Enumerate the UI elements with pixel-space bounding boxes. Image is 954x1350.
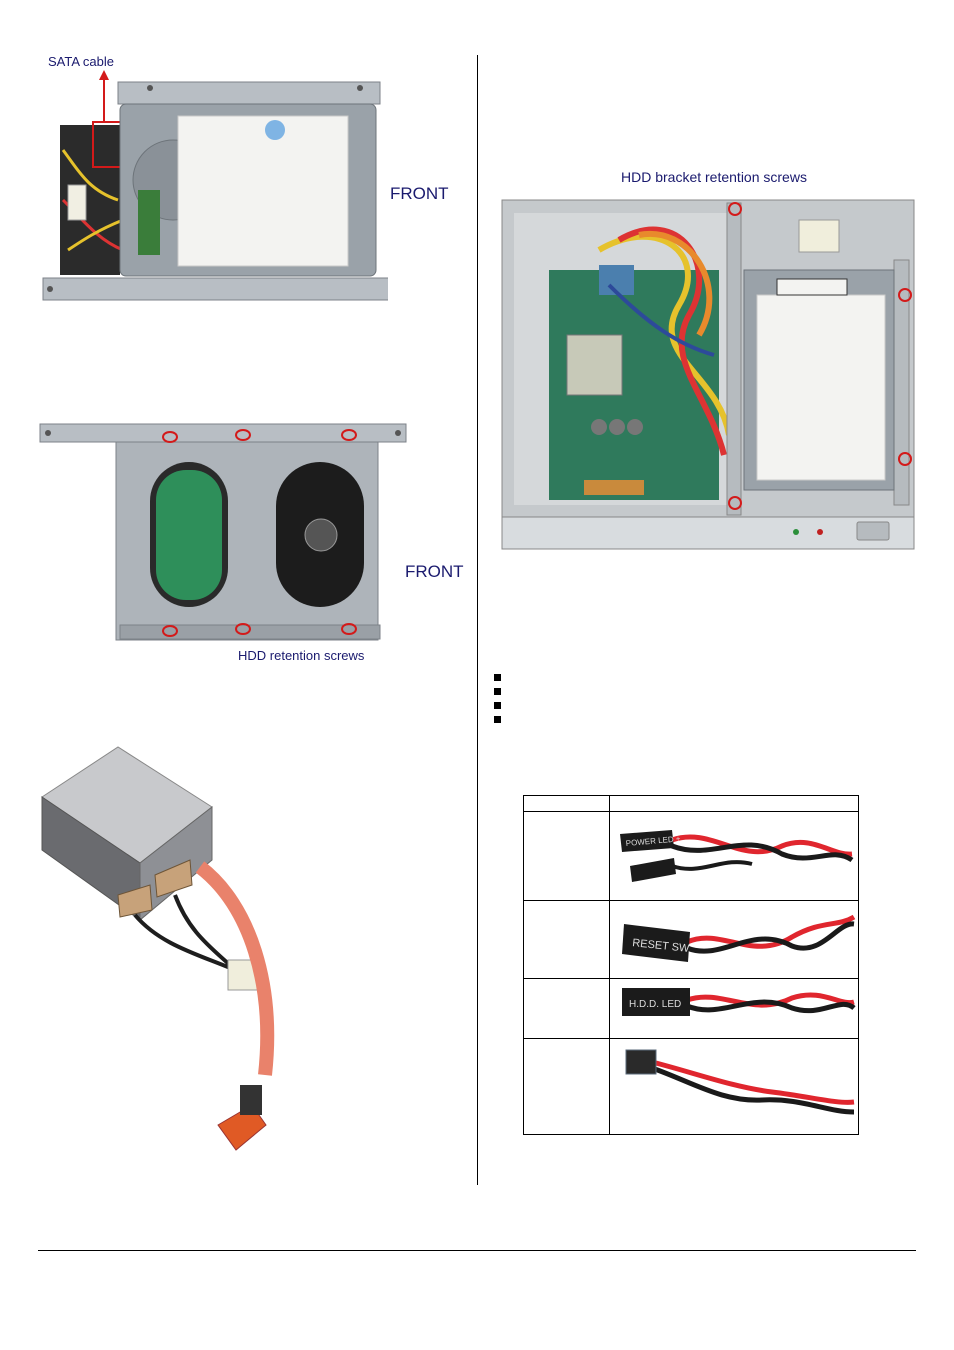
bullet-marker-3: [494, 702, 501, 709]
table-column-divider: [609, 796, 610, 1134]
bullet-marker-4: [494, 716, 501, 723]
hdd-retention-screws-label: HDD retention screws: [238, 648, 365, 663]
connector-cable-table: POWER LED + RESET SW H.D.D. LED: [523, 795, 859, 1135]
hdd-bracket-bottom-figure: [39, 423, 407, 641]
front-label-bottom: FRONT: [405, 562, 464, 581]
hdd-cable-3d-figure: [41, 746, 275, 1151]
bullet-marker-2: [494, 688, 501, 695]
hdd-bracket-retention-screws-label: HDD bracket retention screws: [621, 169, 807, 185]
front-label-top: FRONT: [390, 184, 449, 203]
hdd-led-connector-label: H.D.D. LED: [629, 999, 681, 1010]
bullet-marker-1: [494, 674, 501, 681]
table-row-divider: [524, 900, 858, 901]
table-row-divider: [524, 978, 858, 979]
two-pin-connector-image: [625, 1049, 855, 1115]
table-header-divider: [524, 811, 858, 812]
table-row-divider: [524, 1038, 858, 1039]
column-divider: [477, 55, 478, 1185]
hdd-bracket-top-figure: [42, 70, 388, 301]
chassis-interior-figure: iEi: [501, 199, 915, 550]
sata-cable-label: SATA cable: [48, 54, 114, 69]
footer-rule: [38, 1250, 916, 1251]
hdd-led-connector-image: H.D.D. LED: [622, 988, 856, 1016]
power-led-connector-image: POWER LED +: [620, 830, 854, 882]
reset-switch-connector-image: RESET SW: [622, 914, 856, 962]
